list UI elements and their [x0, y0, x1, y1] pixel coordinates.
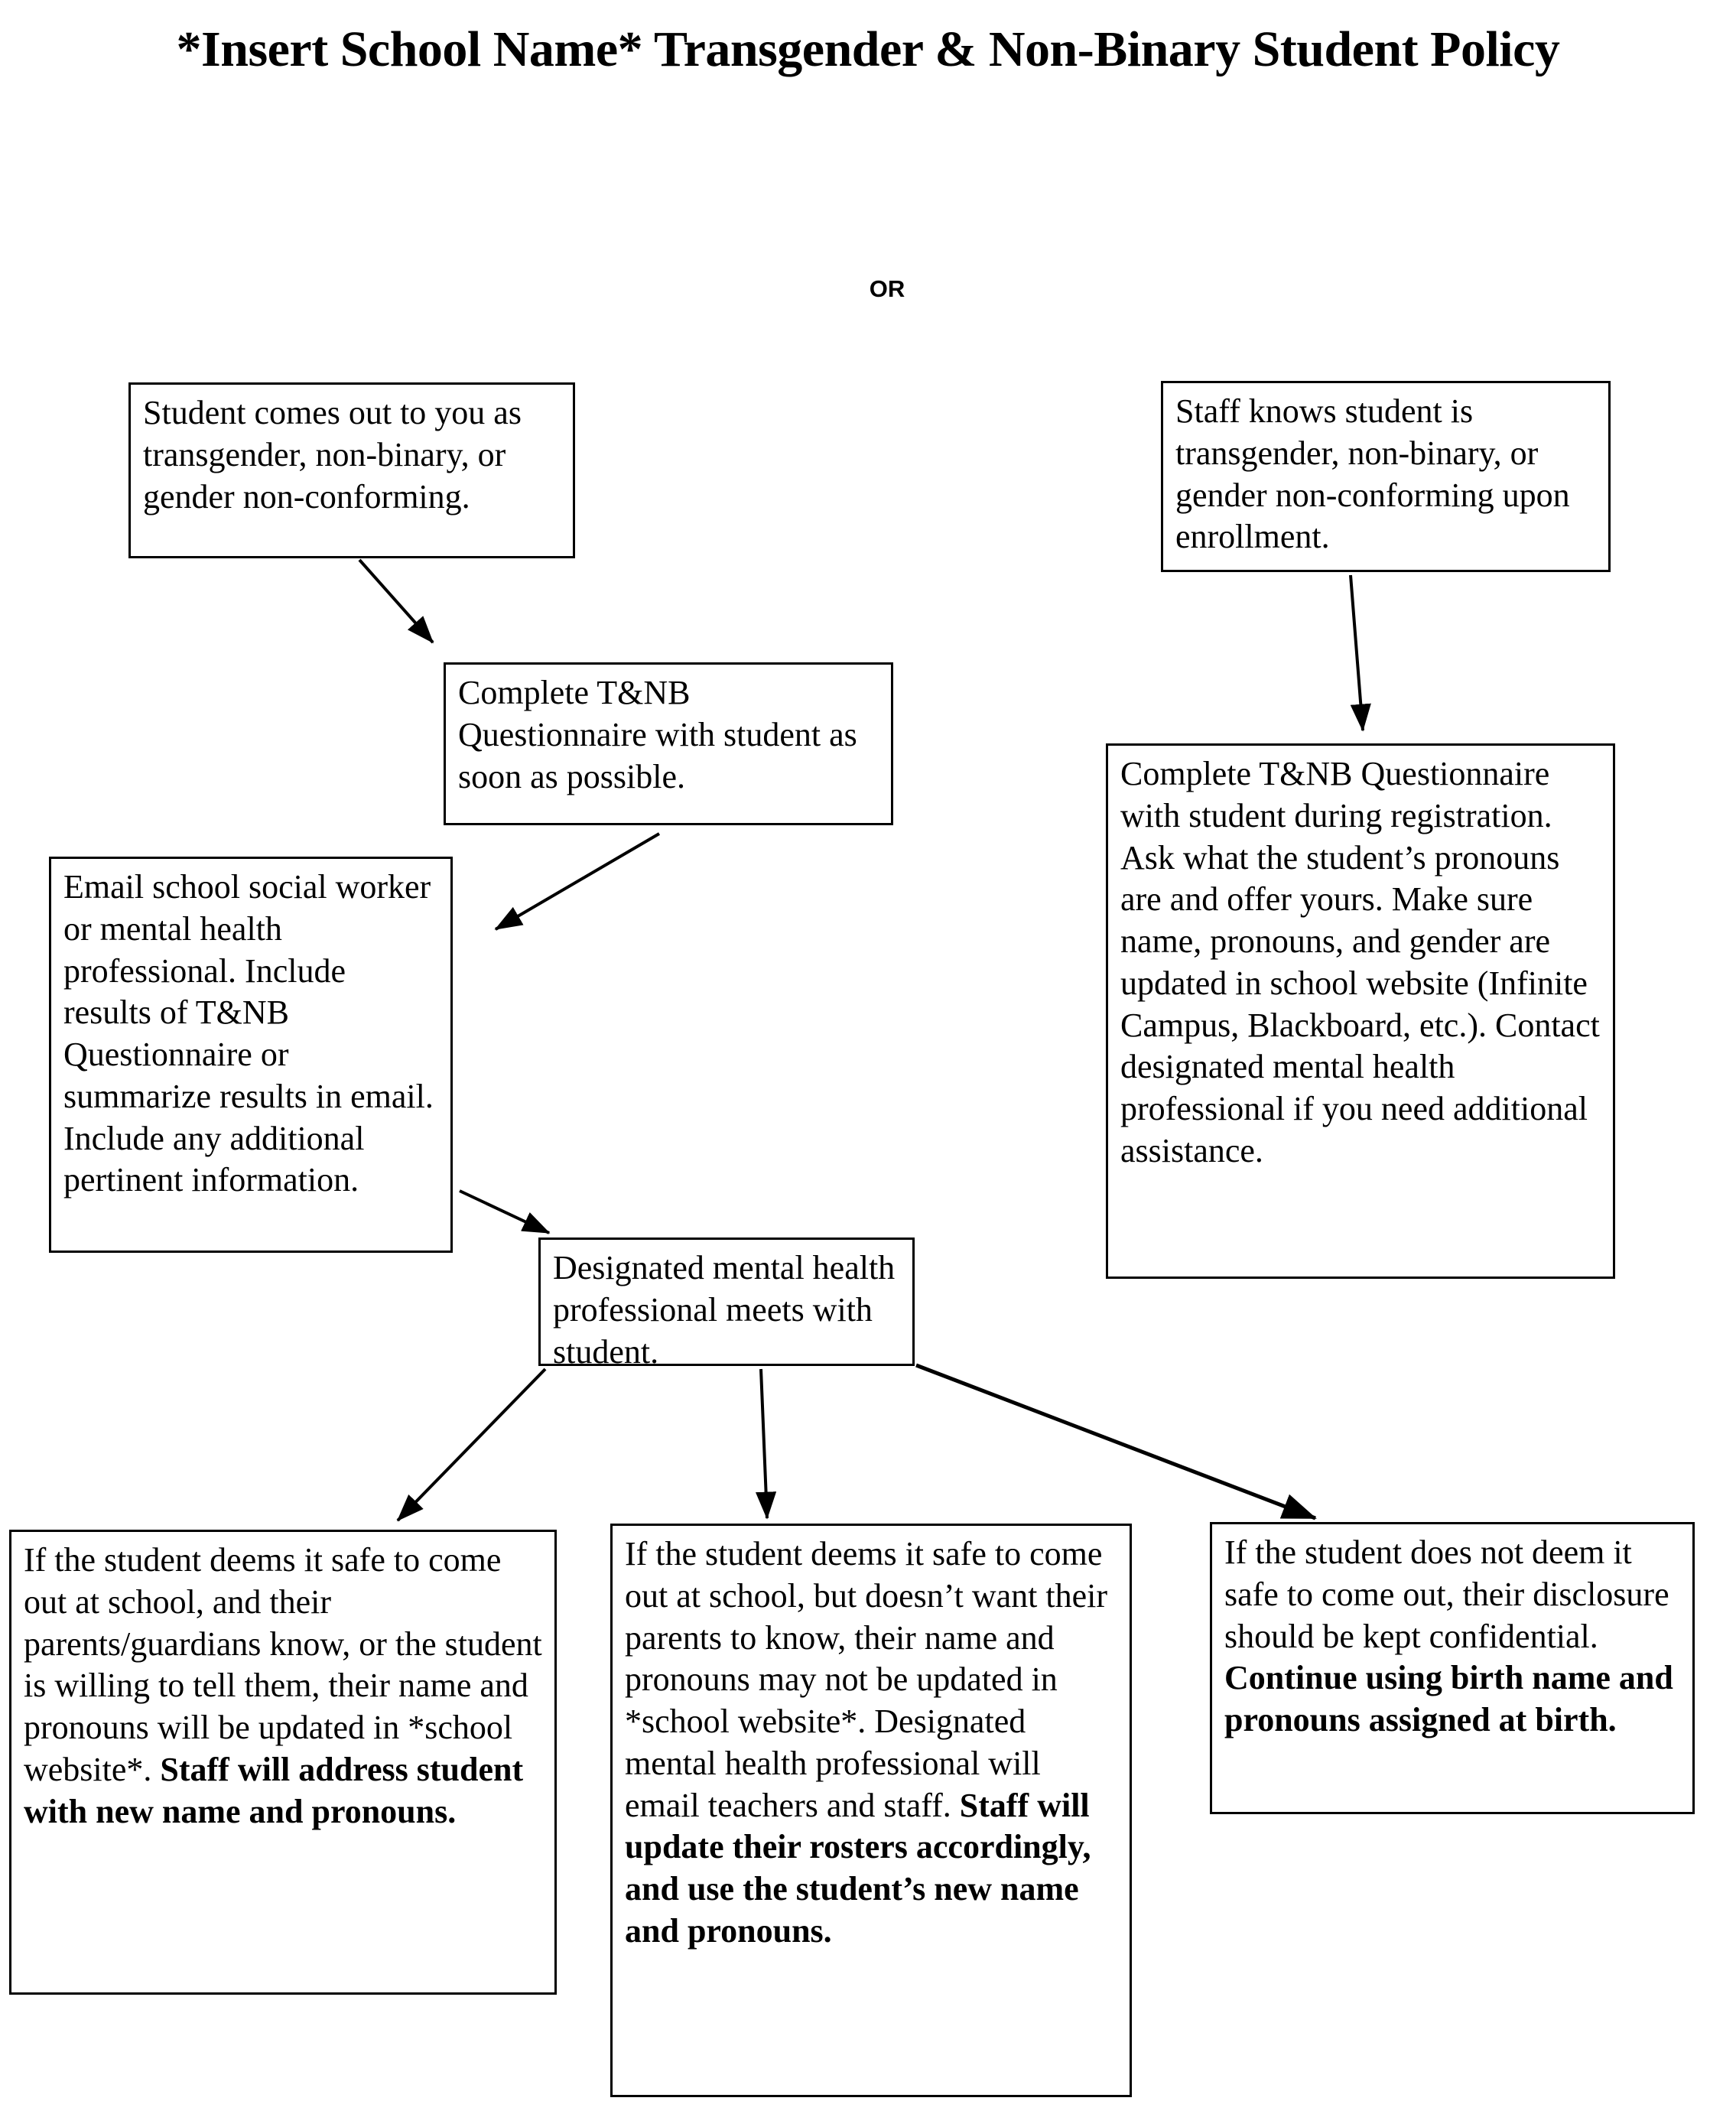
edge-staff-knows-to-questionnaire-registration — [1349, 574, 1371, 732]
edge-questionnaire-asap-to-email-social-worker — [494, 832, 661, 931]
node-complete-questionnaire-asap: Complete T&NB Questionnaire with student… — [444, 662, 893, 825]
node-complete-questionnaire-registration: Complete T&NB Questionnaire with student… — [1106, 743, 1615, 1279]
node-text: If the student does not deem it safe to … — [1224, 1533, 1669, 1655]
node-text: Staff knows student is transgender, non-… — [1175, 392, 1570, 556]
node-text: Complete T&NB Questionnaire with student… — [1120, 755, 1600, 1169]
node-text: If the student deems it safe to come out… — [625, 1535, 1107, 1824]
edge-designated-to-outcome-safe-parents-know — [396, 1368, 547, 1522]
node-outcome-not-safe: If the student does not deem it safe to … — [1210, 1522, 1695, 1814]
node-text: Email school social worker or mental hea… — [63, 868, 434, 1199]
node-text: Student comes out to you as transgender,… — [143, 394, 522, 515]
edge-email-social-worker-to-designated — [459, 1189, 551, 1234]
edge-student-to-questionnaire-asap — [358, 558, 434, 644]
or-connector-label: OR — [869, 275, 905, 302]
node-bold-text: Continue using birth name and pronouns a… — [1224, 1659, 1673, 1739]
page-title: *Insert School Name* Transgender & Non-B… — [176, 21, 1560, 77]
node-bold-text: Staff will address student with new name… — [24, 1750, 524, 1830]
node-outcome-safe-parents-know: If the student deems it safe to come out… — [9, 1530, 557, 1995]
node-bold-text: Staff will update their rosters accordin… — [625, 1786, 1091, 1950]
edge-designated-to-outcome-not-safe — [915, 1363, 1317, 1520]
node-student-comes-out: Student comes out to you as transgender,… — [128, 382, 575, 558]
node-staff-knows-student: Staff knows student is transgender, non-… — [1161, 381, 1611, 572]
node-text: Complete T&NB Questionnaire with student… — [458, 674, 857, 795]
node-outcome-safe-parents-unaware: If the student deems it safe to come out… — [610, 1524, 1132, 2097]
node-text: If the student deems it safe to come out… — [24, 1541, 542, 1788]
edge-designated-to-outcome-parents-unaware — [756, 1368, 777, 1520]
node-designated-meets-student: Designated mental health professional me… — [538, 1238, 915, 1371]
node-email-social-worker: Email school social worker or mental hea… — [49, 857, 453, 1253]
node-text: Designated mental health professional me… — [553, 1249, 896, 1371]
